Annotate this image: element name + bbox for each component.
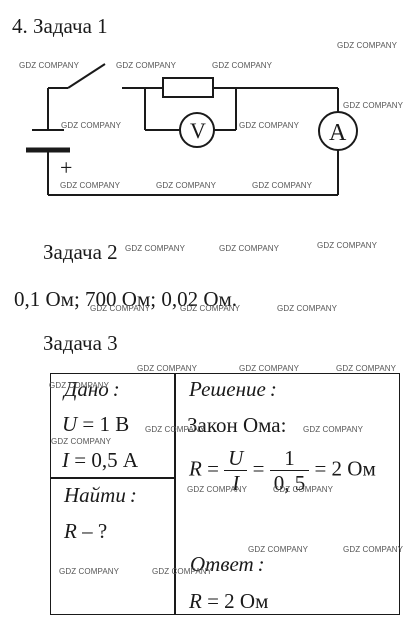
watermark: GDZ COMPANY bbox=[156, 181, 217, 190]
watermark: GDZ COMPANY bbox=[60, 181, 121, 190]
watermark: GDZ COMPANY bbox=[343, 545, 404, 554]
watermark: GDZ COMPANY bbox=[273, 485, 334, 494]
watermark: GDZ COMPANY bbox=[252, 181, 313, 190]
watermark: GDZ COMPANY bbox=[137, 364, 198, 373]
watermark: GDZ COMPANY bbox=[336, 364, 397, 373]
fraction-values: 1 0, 5 bbox=[269, 446, 310, 495]
table-given-divider bbox=[50, 477, 175, 479]
given-voltage: U = 1 В bbox=[62, 412, 130, 436]
watermark: GDZ COMPANY bbox=[49, 381, 110, 390]
find-title: Найти: bbox=[64, 483, 137, 507]
watermark: GDZ COMPANY bbox=[116, 61, 177, 70]
watermark: GDZ COMPANY bbox=[152, 567, 213, 576]
solution-title: Решение: bbox=[189, 377, 277, 401]
ohms-law-label: Закон Ома: bbox=[187, 413, 287, 437]
task3-heading: Задача 3 bbox=[43, 331, 118, 355]
table-vertical-divider bbox=[174, 373, 176, 615]
watermark: GDZ COMPANY bbox=[61, 121, 122, 130]
solution-table bbox=[50, 373, 400, 615]
watermark: GDZ COMPANY bbox=[125, 244, 186, 253]
task1-heading: 4. Задача 1 bbox=[12, 14, 108, 38]
watermark: GDZ COMPANY bbox=[277, 304, 338, 313]
watermark: GDZ COMPANY bbox=[180, 304, 241, 313]
battery-plus-sign: + bbox=[60, 155, 72, 180]
given-title: Дано: bbox=[64, 377, 120, 401]
resistor bbox=[162, 77, 214, 98]
watermark: GDZ COMPANY bbox=[212, 61, 273, 70]
circuit-diagram: V A + bbox=[26, 63, 358, 196]
ammeter-label: A bbox=[329, 120, 347, 146]
given-current: I = 0,5 А bbox=[62, 448, 139, 472]
watermark: GDZ COMPANY bbox=[248, 545, 309, 554]
answer-title: Ответ: bbox=[190, 552, 265, 576]
watermark: GDZ COMPANY bbox=[317, 241, 378, 250]
find-resistance: R – ? bbox=[64, 519, 108, 543]
watermark: GDZ COMPANY bbox=[343, 101, 404, 110]
watermark: GDZ COMPANY bbox=[59, 567, 120, 576]
fraction-u-over-i: U I bbox=[224, 446, 248, 495]
switch-lever bbox=[67, 63, 106, 89]
watermark: GDZ COMPANY bbox=[187, 485, 248, 494]
ohms-law-formula: R = U I = 1 0, 5 = 2 Ом bbox=[189, 446, 376, 495]
watermark: GDZ COMPANY bbox=[303, 425, 364, 434]
watermark: GDZ COMPANY bbox=[337, 41, 398, 50]
answer-value: R = 2 Ом bbox=[189, 589, 269, 613]
voltmeter-label: V bbox=[190, 118, 206, 143]
watermark: GDZ COMPANY bbox=[19, 61, 80, 70]
watermark: GDZ COMPANY bbox=[239, 364, 300, 373]
watermark: GDZ COMPANY bbox=[51, 437, 112, 446]
watermark: GDZ COMPANY bbox=[239, 121, 300, 130]
task2-answer: 0,1 Ом; 700 Ом; 0,02 Ом. bbox=[14, 287, 238, 311]
watermark: GDZ COMPANY bbox=[219, 244, 280, 253]
watermark: GDZ COMPANY bbox=[90, 304, 151, 313]
watermark: GDZ COMPANY bbox=[145, 425, 206, 434]
task2-heading: Задача 2 bbox=[43, 240, 118, 264]
